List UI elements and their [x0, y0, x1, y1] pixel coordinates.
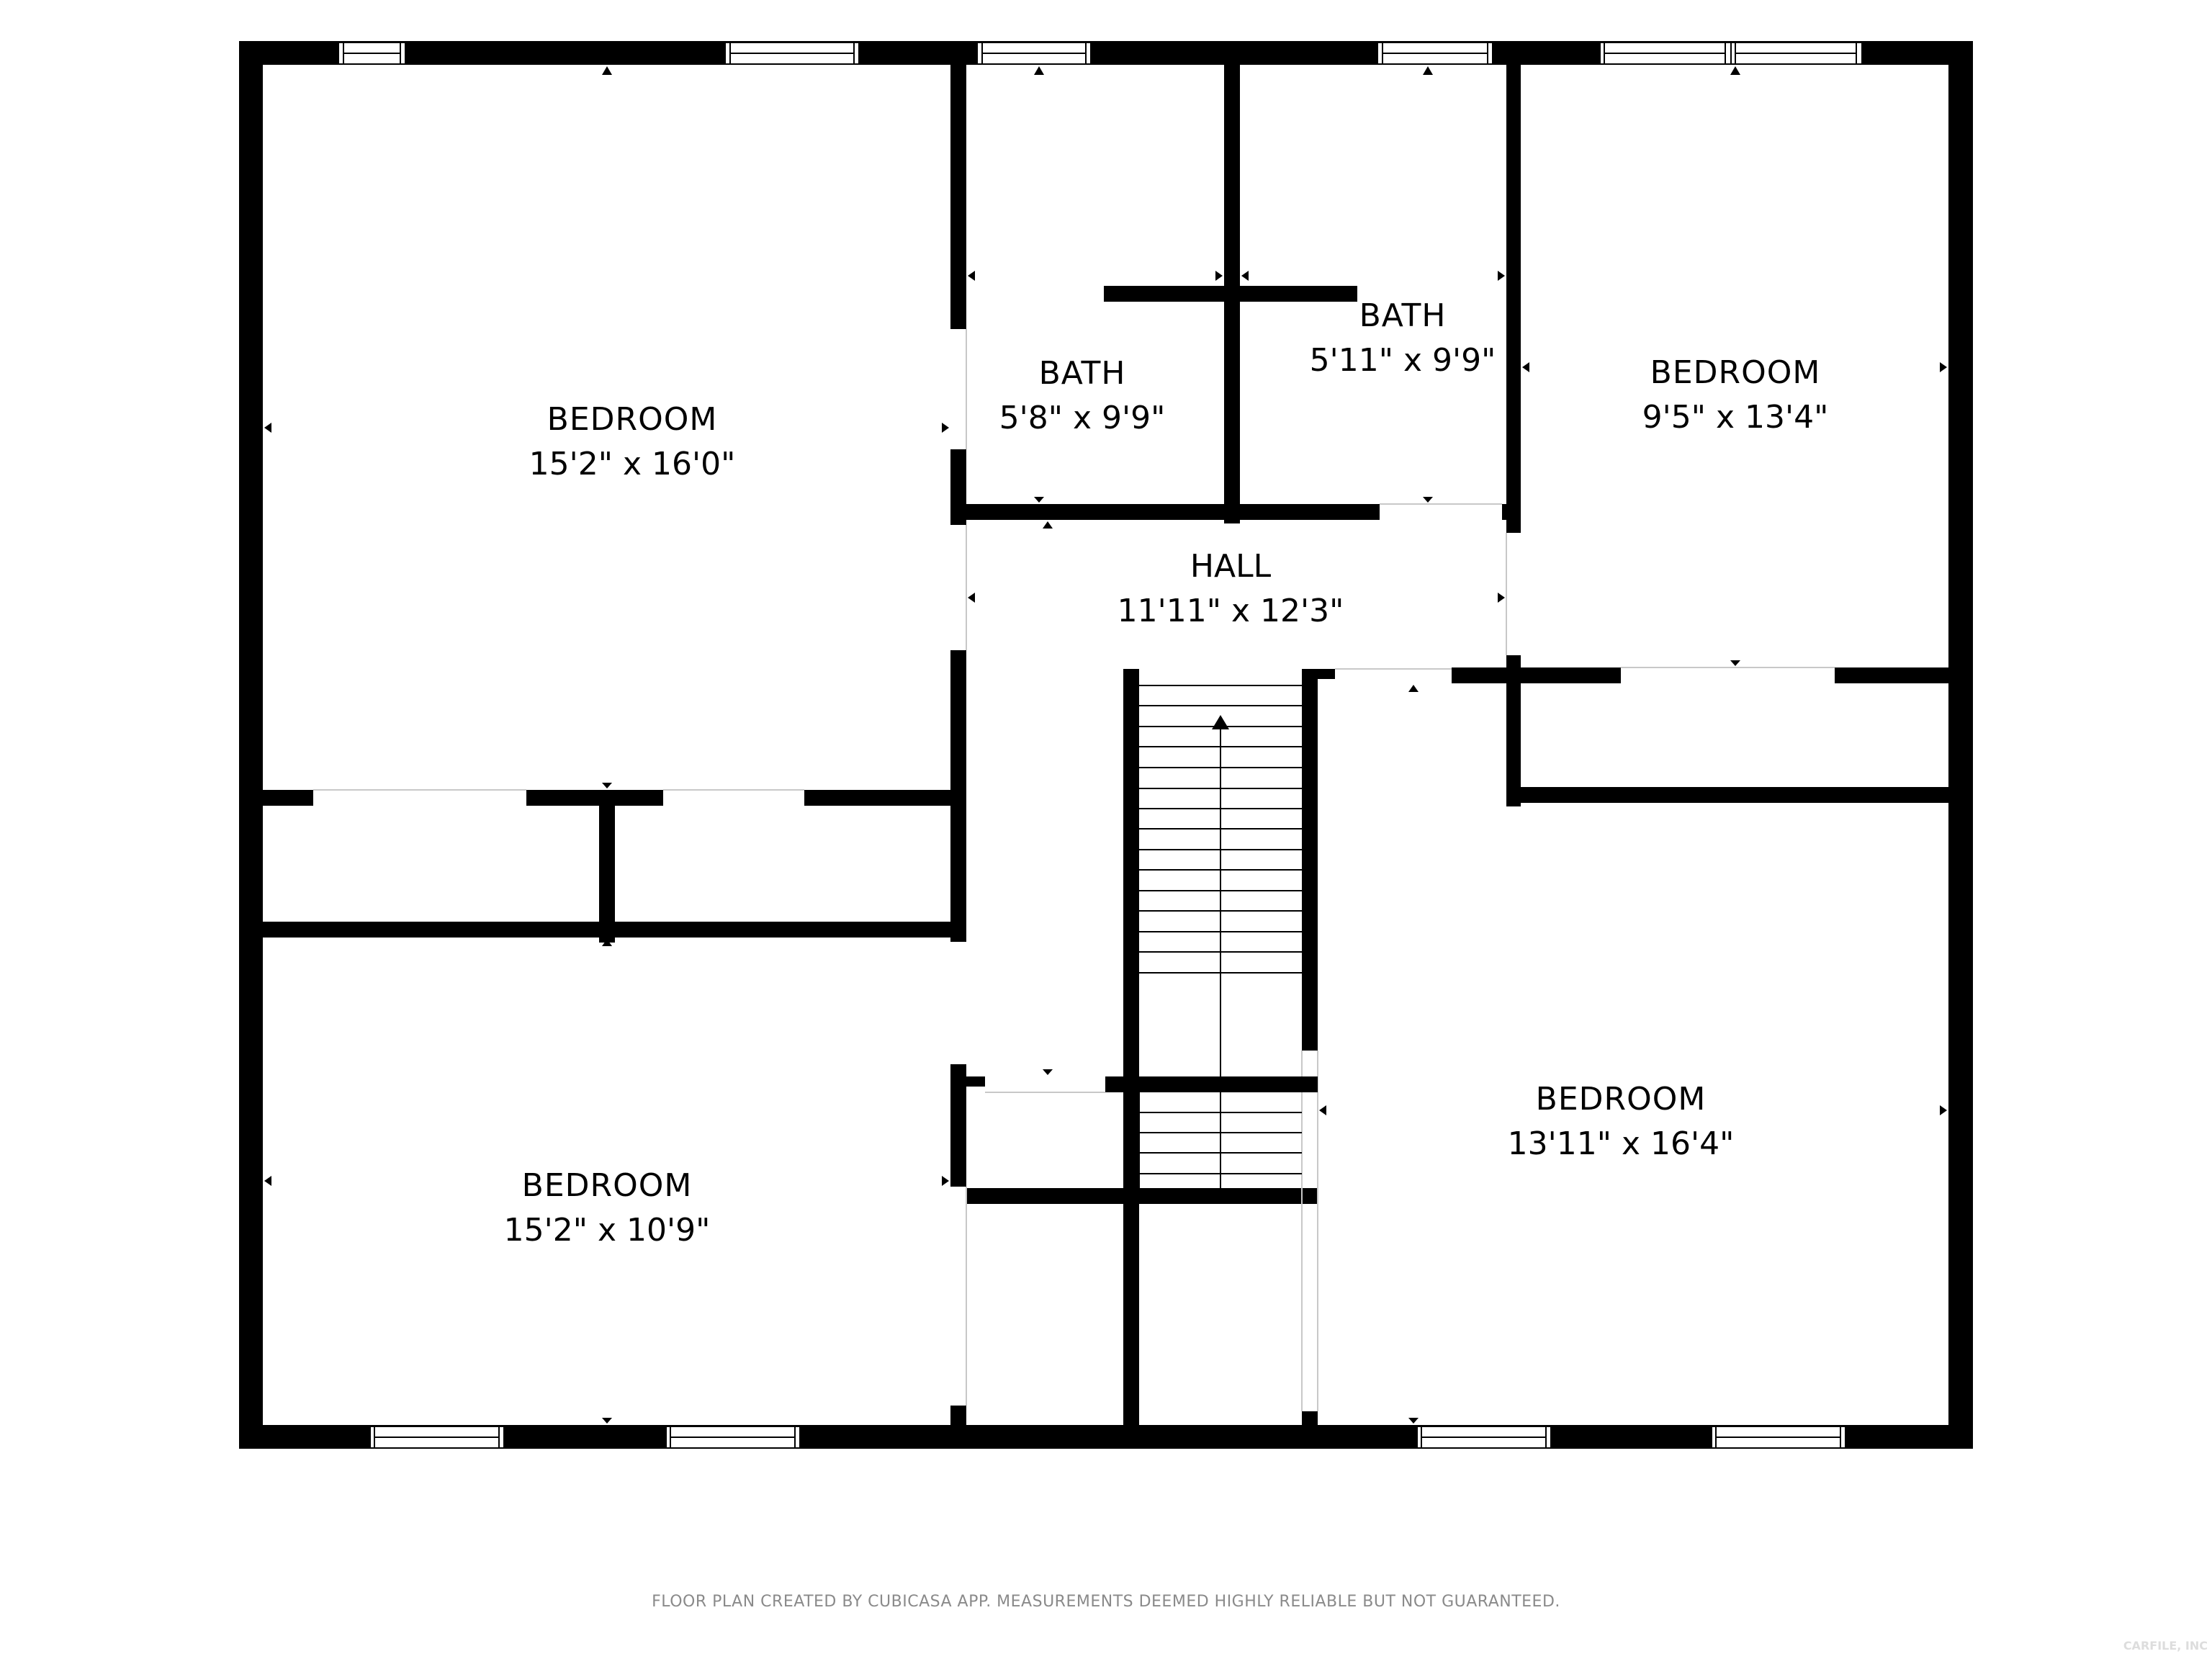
- room-dimensions: 5'11" x 9'9": [1309, 342, 1496, 379]
- window-icon: [976, 42, 1092, 65]
- room-name: BEDROOM: [1650, 354, 1821, 391]
- marker-icon: [1498, 271, 1505, 281]
- stair-up-arrow-icon: [1212, 715, 1229, 729]
- marker-icon: [1241, 271, 1249, 281]
- marker-icon: [942, 423, 949, 433]
- window-icon: [1599, 42, 1732, 65]
- marker-icon: [1319, 1105, 1326, 1115]
- marker-icon: [968, 593, 975, 603]
- window-icon: [724, 42, 860, 65]
- marker-icon: [602, 1418, 612, 1424]
- room-label-bedroom-ne: BEDROOM 9'5" x 13'4": [1642, 351, 1829, 440]
- room-dimensions: 9'5" x 13'4": [1642, 399, 1829, 436]
- room-name: BEDROOM: [1535, 1081, 1707, 1118]
- room-label-hall: HALL 11'11" x 12'3": [1118, 544, 1344, 634]
- windows-top: [338, 42, 1863, 65]
- disclaimer-text: FLOOR PLAN CREATED BY CUBICASA APP. MEAS…: [652, 1593, 1560, 1611]
- marker-icon: [1423, 66, 1433, 75]
- marker-icon: [1215, 271, 1223, 281]
- room-name: HALL: [1190, 548, 1272, 585]
- staircase: [1138, 685, 1302, 1188]
- room-name: BATH: [1359, 297, 1447, 334]
- marker-icon: [1730, 660, 1740, 666]
- window-icon: [338, 42, 406, 65]
- window-icon: [1416, 1426, 1552, 1449]
- stair-landing-wall: [1123, 1076, 1318, 1092]
- marker-icon: [942, 1176, 949, 1186]
- marker-icon: [602, 66, 612, 75]
- marker-icon: [1522, 362, 1529, 372]
- window-icon: [665, 1426, 801, 1449]
- marker-icon: [602, 783, 612, 788]
- door-openings: [313, 329, 1835, 1411]
- marker-icon: [1940, 1105, 1947, 1115]
- room-label-bedroom-se: BEDROOM 13'11" x 16'4": [1508, 1077, 1735, 1166]
- room-dimensions: 15'2" x 10'9": [503, 1212, 711, 1249]
- marker-icon: [602, 939, 612, 946]
- marker-icon: [1408, 1418, 1419, 1424]
- room-name: BATH: [1038, 355, 1126, 392]
- window-icon: [1377, 42, 1493, 65]
- marker-icon: [264, 1176, 271, 1186]
- room-dimensions: 5'8" x 9'9": [999, 400, 1166, 436]
- room-dimensions: 11'11" x 12'3": [1117, 593, 1344, 629]
- marker-icon: [1034, 497, 1044, 503]
- room-label-bedroom-sw: BEDROOM 15'2" x 10'9": [504, 1164, 711, 1253]
- watermark-text: CARFILE, INC: [2123, 1639, 2208, 1653]
- marker-icon: [1034, 66, 1044, 75]
- windows-bottom: [369, 1426, 1846, 1449]
- marker-icon: [1423, 497, 1433, 503]
- marker-icon: [264, 423, 271, 433]
- interior-walls: [263, 65, 1973, 1426]
- marker-icon: [1043, 521, 1053, 529]
- marker-icon: [968, 271, 975, 281]
- window-icon: [1711, 1426, 1846, 1449]
- room-dimensions: 13'11" x 16'4": [1507, 1125, 1735, 1162]
- exterior-walls: [239, 41, 1973, 1449]
- window-icon: [1730, 42, 1863, 65]
- room-label-bedroom-nw: BEDROOM 15'2" x 16'0": [529, 397, 736, 487]
- marker-icon: [1043, 1069, 1053, 1075]
- room-name: BEDROOM: [521, 1167, 693, 1204]
- room-label-bath-2: BATH 5'11" x 9'9": [1310, 294, 1496, 383]
- marker-icon: [1940, 362, 1947, 372]
- room-dimensions: 15'2" x 16'0": [529, 446, 736, 482]
- marker-icon: [1498, 593, 1505, 603]
- marker-icon: [1408, 685, 1419, 692]
- room-label-bath-1: BATH 5'8" x 9'9": [999, 351, 1166, 441]
- dimension-markers: [264, 66, 1947, 1424]
- room-name: BEDROOM: [547, 401, 718, 438]
- window-icon: [369, 1426, 505, 1449]
- marker-icon: [1730, 66, 1740, 75]
